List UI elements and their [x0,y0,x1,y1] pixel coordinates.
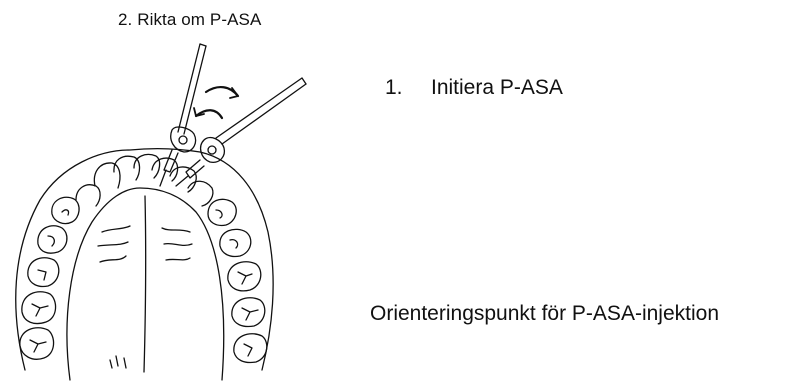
rotation-arrows-icon [194,87,238,118]
syringe-initial-icon [176,78,306,186]
palate-rugae-icon [98,196,192,372]
left-molars-icon [20,197,79,359]
right-molars-icon [208,199,267,362]
